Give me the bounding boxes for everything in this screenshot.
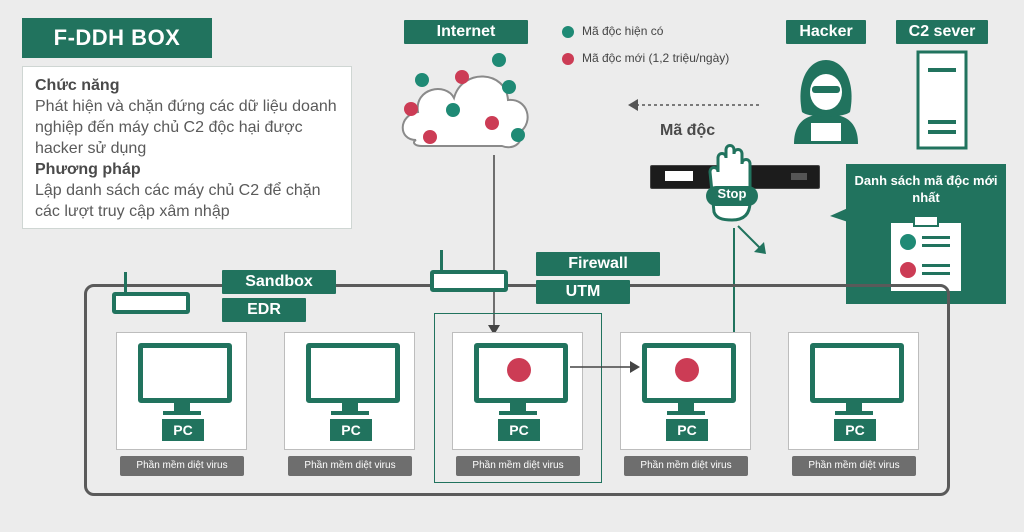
antivirus-label: Phần mềm diệt virus bbox=[624, 456, 748, 476]
utm-tag: UTM bbox=[536, 280, 630, 304]
router-icon bbox=[430, 270, 508, 292]
internet-down-line bbox=[488, 155, 500, 335]
pc-label: PC bbox=[162, 419, 204, 441]
antivirus-label: Phần mềm diệt virus bbox=[792, 456, 916, 476]
legend-existing: Mã độc hiện có bbox=[562, 24, 663, 38]
internet-label: Internet bbox=[404, 20, 528, 44]
legend-new: Mã độc mới (1,2 triệu/ngày) bbox=[562, 51, 729, 65]
new-malware-icon bbox=[675, 358, 699, 382]
description-box: Chức năng Phát hiện và chặn đứng các dữ … bbox=[22, 66, 352, 229]
pc-card: PC bbox=[284, 332, 415, 450]
stop-hand-icon bbox=[706, 144, 758, 222]
method-heading: Phương pháp bbox=[35, 161, 141, 178]
malware-list-title: Danh sách mã độc mới nhất bbox=[854, 173, 998, 205]
pc-card: PC bbox=[788, 332, 919, 450]
sandbox-tag: Sandbox bbox=[222, 270, 336, 294]
firewall-tag: Firewall bbox=[536, 252, 660, 276]
cloud-icon bbox=[401, 75, 529, 149]
existing-malware-icon bbox=[492, 53, 506, 67]
pc-card: PC bbox=[452, 332, 583, 450]
antivirus-label: Phần mềm diệt virus bbox=[456, 456, 580, 476]
existing-malware-icon bbox=[446, 103, 460, 117]
new-malware-icon bbox=[404, 102, 418, 116]
page-title: F-DDH BOX bbox=[22, 18, 212, 58]
new-malware-icon bbox=[507, 358, 531, 382]
monitor-icon bbox=[306, 343, 400, 403]
router-antenna bbox=[440, 250, 443, 270]
router-antenna bbox=[124, 272, 127, 292]
edr-tag: EDR bbox=[222, 298, 306, 322]
existing-malware-icon bbox=[562, 25, 574, 38]
pc-label: PC bbox=[666, 419, 708, 441]
function-text: Phát hiện và chặn đứng các dữ liệu doanh… bbox=[35, 98, 337, 157]
malware-label: Mã độc bbox=[660, 122, 716, 139]
existing-malware-icon bbox=[511, 128, 525, 142]
function-heading: Chức năng bbox=[35, 77, 120, 94]
infected-highlight bbox=[434, 313, 602, 483]
hacker-label: Hacker bbox=[786, 20, 866, 44]
monitor-icon bbox=[642, 343, 736, 403]
clipboard-icon bbox=[889, 215, 963, 293]
pc-card: PC bbox=[116, 332, 247, 450]
malware-flow-arrow bbox=[628, 99, 762, 111]
existing-malware-icon bbox=[502, 80, 516, 94]
router-icon bbox=[112, 292, 190, 314]
method-text: Lập danh sách các máy chủ C2 để chặn các… bbox=[35, 182, 321, 220]
new-malware-icon bbox=[485, 116, 499, 130]
c2-server-label: C2 sever bbox=[896, 20, 988, 44]
pc-label: PC bbox=[498, 419, 540, 441]
hacker-icon bbox=[794, 60, 858, 144]
existing-malware-icon bbox=[415, 73, 429, 87]
pc-label: PC bbox=[834, 419, 876, 441]
antivirus-label: Phần mềm diệt virus bbox=[288, 456, 412, 476]
pc-label: PC bbox=[330, 419, 372, 441]
monitor-icon bbox=[474, 343, 568, 403]
redirect-arrow bbox=[737, 225, 766, 254]
internal-network bbox=[84, 284, 950, 496]
pc-card: PC bbox=[620, 332, 751, 450]
new-malware-icon bbox=[455, 70, 469, 84]
new-malware-icon bbox=[562, 52, 574, 65]
monitor-icon bbox=[138, 343, 232, 403]
antivirus-label: Phần mềm diệt virus bbox=[120, 456, 244, 476]
stop-label: Stop bbox=[717, 186, 747, 201]
spread-arrow bbox=[570, 361, 640, 373]
monitor-icon bbox=[810, 343, 904, 403]
panel-pointer bbox=[830, 208, 848, 222]
new-malware-icon bbox=[423, 130, 437, 144]
c2-server-icon bbox=[916, 50, 968, 150]
